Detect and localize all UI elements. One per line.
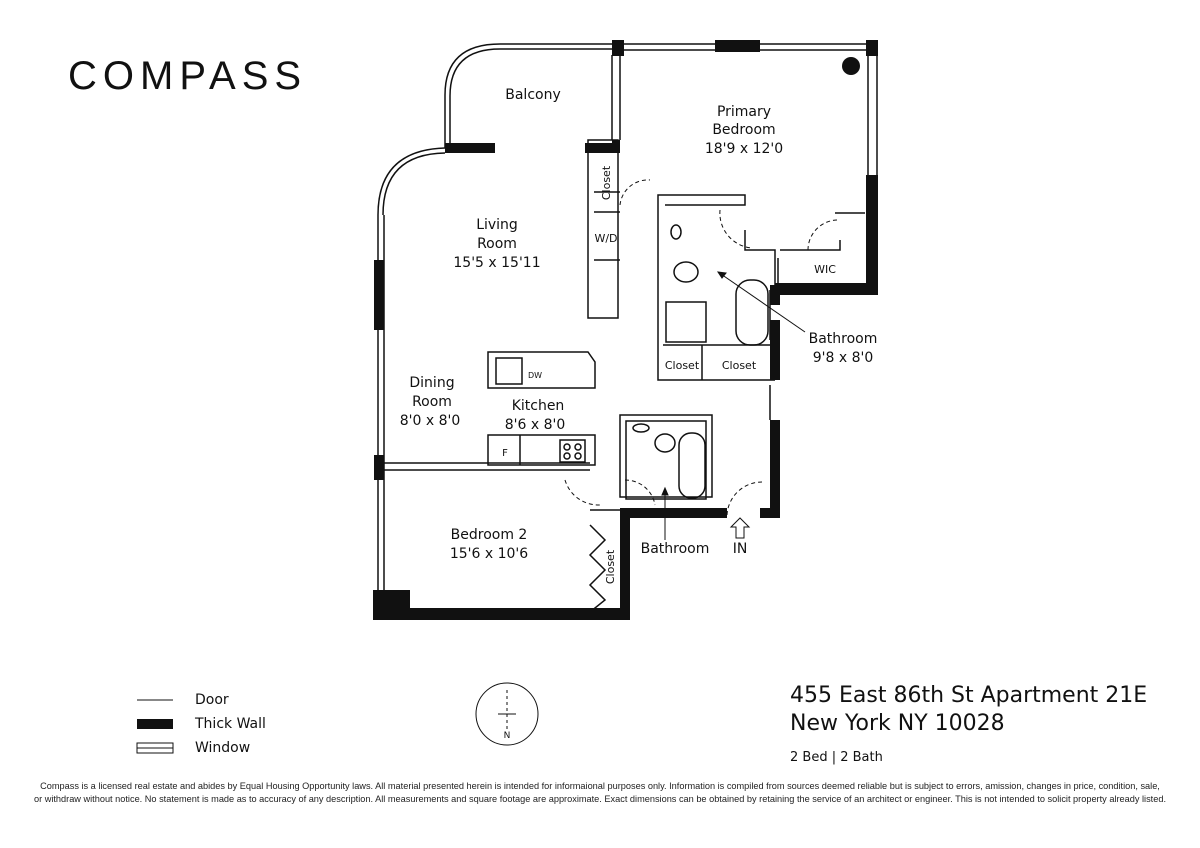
legend-window: Window [135, 736, 266, 760]
window-swatch [136, 742, 174, 754]
primary-bathroom-label: Bathroom [809, 331, 878, 347]
walls-thick [373, 40, 878, 620]
dining-room-dims: 8'0 x 8'0 [400, 413, 461, 429]
room-labels: Balcony Primary Bedroom 18'9 x 12'0 Livi… [400, 87, 878, 584]
balcony-label: Balcony [505, 87, 561, 103]
kitchen-dims: 8'6 x 8'0 [505, 417, 566, 433]
legend-thick-wall-label: Thick Wall [195, 716, 266, 732]
bed-bath-summary: 2 Bed | 2 Bath [790, 750, 883, 765]
compass-logo: COMPASS [68, 54, 308, 98]
disclaimer: Compass is a licensed real estate and ab… [0, 780, 1200, 806]
bedroom-2-dims: 15'6 x 10'6 [450, 546, 528, 562]
legend-window-label: Window [195, 740, 251, 756]
primary-bedroom-label-2: Bedroom [712, 122, 775, 138]
address-line-1: 455 East 86th St Apartment 21E [790, 683, 1148, 708]
legend: Door Thick Wall Window [135, 688, 266, 760]
column [842, 57, 860, 75]
legend-door: Door [135, 688, 266, 712]
dishwasher-label: DW [528, 371, 542, 380]
disclaimer-line-2: or withdraw without notice. No statement… [33, 794, 1167, 804]
door-swings [564, 179, 839, 516]
compass-rose-icon: N [475, 682, 539, 746]
primary-bedroom-dims: 18'9 x 12'0 [705, 141, 783, 157]
bedroom-2-label: Bedroom 2 [451, 527, 528, 543]
primary-bathroom-dims: 9'8 x 8'0 [813, 350, 874, 366]
closet-label: Closet [665, 359, 700, 372]
bathroom-2-label: Bathroom [641, 541, 710, 557]
balcony-railing [444, 43, 612, 148]
living-room-label: Living [476, 217, 518, 233]
dining-room-label-2: Room [412, 394, 452, 410]
primary-bedroom-label: Primary [717, 104, 771, 120]
disclaimer-line-1: Compass is a licensed real estate and ab… [40, 781, 1160, 791]
closet-label: Closet [722, 359, 757, 372]
fridge-label: F [502, 448, 508, 459]
entry-label: IN [733, 541, 748, 557]
north-label: N [504, 731, 511, 741]
kitchen-label: Kitchen [512, 398, 565, 414]
legend-door-label: Door [195, 692, 229, 708]
pointer-arrows [661, 271, 806, 540]
legend-thick-wall: Thick Wall [135, 712, 266, 736]
dining-room-label: Dining [409, 375, 454, 391]
address-line-2: New York NY 10028 [790, 711, 1005, 736]
closet-label: Closet [600, 165, 613, 200]
washer-dryer-label: W/D [594, 232, 617, 245]
living-room-label-2: Room [477, 236, 517, 252]
entry-arrow-icon [729, 517, 751, 539]
address-block: 455 East 86th St Apartment 21E New York … [790, 682, 1147, 765]
living-room-dims: 15'5 x 15'11 [453, 255, 540, 271]
door-swatch [137, 699, 173, 701]
closet-label: Closet [604, 549, 617, 584]
thick-wall-swatch [137, 719, 173, 729]
wic-label: WIC [814, 263, 836, 276]
